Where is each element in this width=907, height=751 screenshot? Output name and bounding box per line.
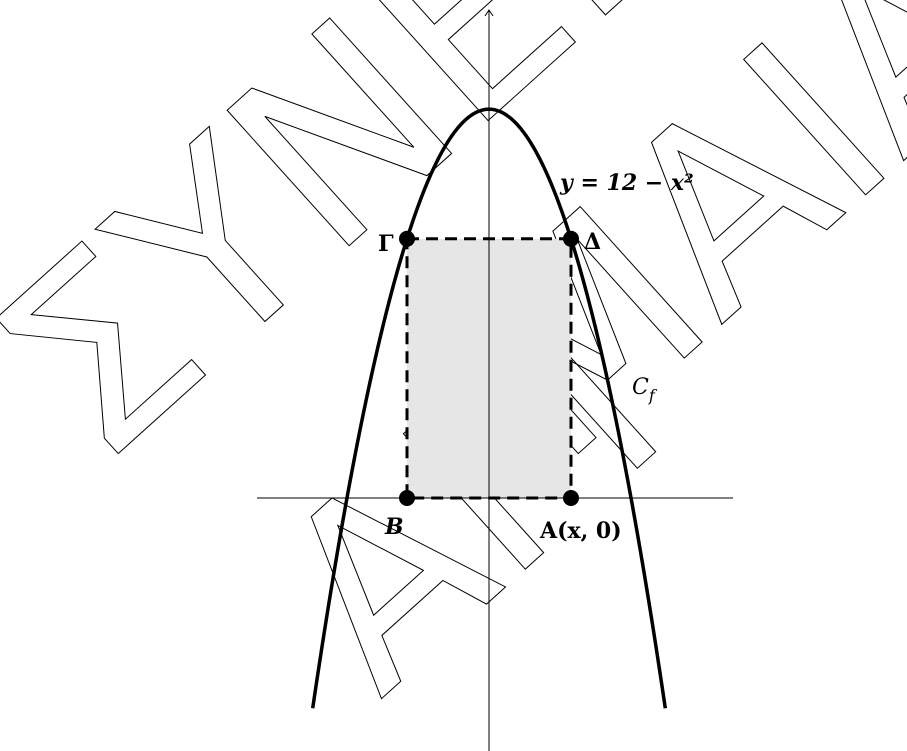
point-b-label: B: [384, 514, 404, 540]
rectangle-outline: [405, 237, 573, 500]
y-axis-arrow: [484, 9, 494, 17]
point-a-label: A(x, 0): [539, 518, 622, 544]
point-b: [399, 490, 415, 506]
curve-name-main: C: [632, 375, 649, 400]
point-gamma: [399, 230, 415, 247]
point-a: [563, 490, 579, 506]
point-delta: [563, 230, 579, 247]
curve-name-label: Cf: [632, 375, 658, 405]
point-gamma-label: Γ: [378, 231, 394, 257]
curve-name-subscript: f: [648, 386, 658, 405]
curve-equation-label: y = 12 − x²: [559, 170, 694, 196]
point-delta-label: Δ: [584, 229, 601, 255]
parabola-curve: [310, 107, 668, 709]
